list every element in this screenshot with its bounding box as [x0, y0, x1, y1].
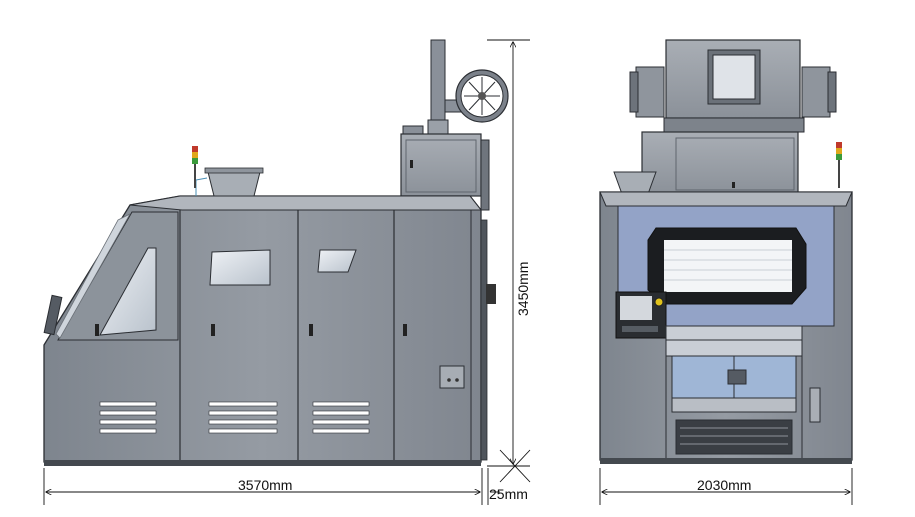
front-view-machine	[599, 39, 853, 464]
front-grilles	[675, 419, 793, 455]
vent-grilles	[99, 401, 370, 434]
side-dimension-lines	[43, 39, 531, 505]
front-width-label: 2030mm	[697, 477, 751, 493]
front-dimension-lines	[599, 468, 853, 505]
control-panel	[615, 291, 667, 339]
side-length-label: 3570mm	[238, 477, 292, 493]
top-housing	[629, 39, 837, 195]
height-label: 3450mm	[515, 262, 531, 316]
signal-light-side	[192, 146, 198, 188]
gap-label: 25mm	[489, 486, 528, 502]
side-view-machine	[43, 39, 509, 466]
hopper	[207, 171, 261, 197]
signal-light-front	[836, 142, 842, 188]
exhaust-stack	[427, 39, 509, 135]
upper-cabinet	[400, 125, 490, 211]
